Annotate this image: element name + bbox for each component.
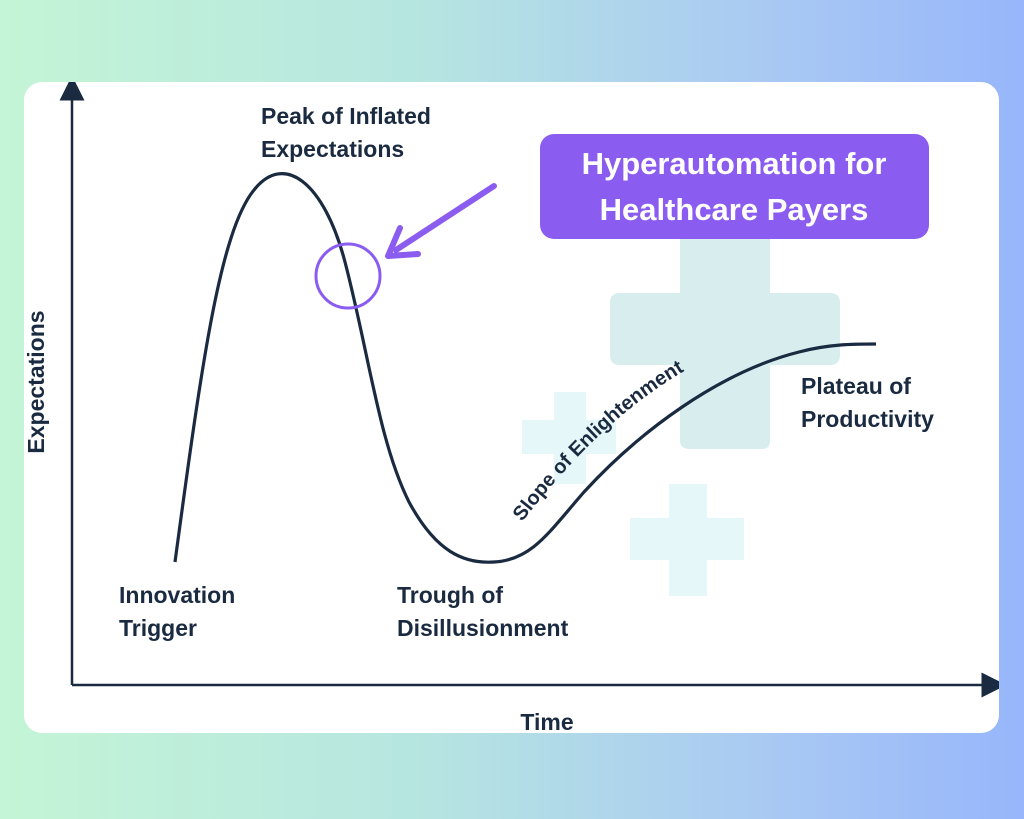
innovation-trigger-label-line-1: Innovation (119, 582, 235, 608)
hype-curve (173, 172, 877, 564)
plateau-label-line-1: Plateau of (801, 373, 911, 399)
callout-box: Hyperautomation for Healthcare Payers (540, 134, 929, 239)
callout-line-2: Healthcare Payers (600, 192, 869, 227)
callout-arrow-icon (385, 183, 497, 259)
medical-cross-icon (630, 484, 744, 596)
peak-label-line-1: Peak of Inflated (261, 103, 431, 129)
peak-label-line-2: Expectations (261, 136, 404, 162)
innovation-trigger-label-line-2: Trigger (119, 615, 197, 641)
y-axis-label: Expectations (24, 310, 49, 453)
trough-label-line-2: Disillusionment (397, 615, 569, 641)
trough-label-line-1: Trough of (397, 582, 503, 608)
plateau-label-line-2: Productivity (801, 406, 934, 432)
x-axis-label: Time (520, 709, 573, 733)
diagram-card: Slope of Enlightenment Hyperautomation f… (24, 82, 999, 733)
hype-cycle-diagram: Slope of Enlightenment Hyperautomation f… (24, 82, 999, 733)
medical-cross-icon (610, 221, 840, 449)
medical-cross-icon (522, 392, 616, 484)
highlight-circle (314, 242, 382, 310)
callout-line-1: Hyperautomation for (582, 146, 887, 181)
